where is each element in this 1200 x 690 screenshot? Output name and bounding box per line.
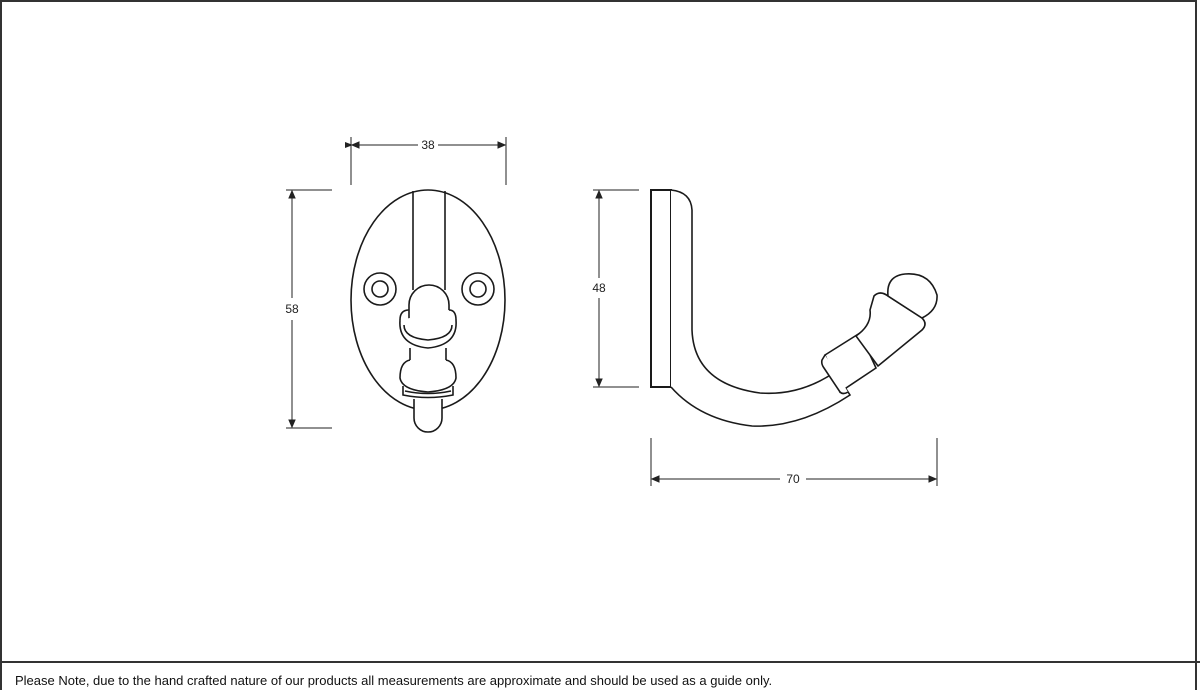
front-width-label: 38 — [421, 138, 435, 152]
front-width-dimension — [345, 137, 507, 185]
footer-divider — [0, 661, 1200, 663]
front-view — [350, 189, 506, 433]
side-height-label: 48 — [592, 281, 606, 295]
front-height-label: 58 — [285, 302, 299, 316]
technical-drawing: 38 58 48 70 — [285, 137, 938, 486]
side-view — [650, 189, 938, 427]
side-depth-label: 70 — [786, 472, 800, 486]
front-height-dimension — [286, 189, 332, 429]
side-height-dimension — [593, 189, 639, 388]
side-depth-dimension — [650, 438, 938, 486]
disclaimer-note: Please Note, due to the hand crafted nat… — [15, 673, 773, 688]
